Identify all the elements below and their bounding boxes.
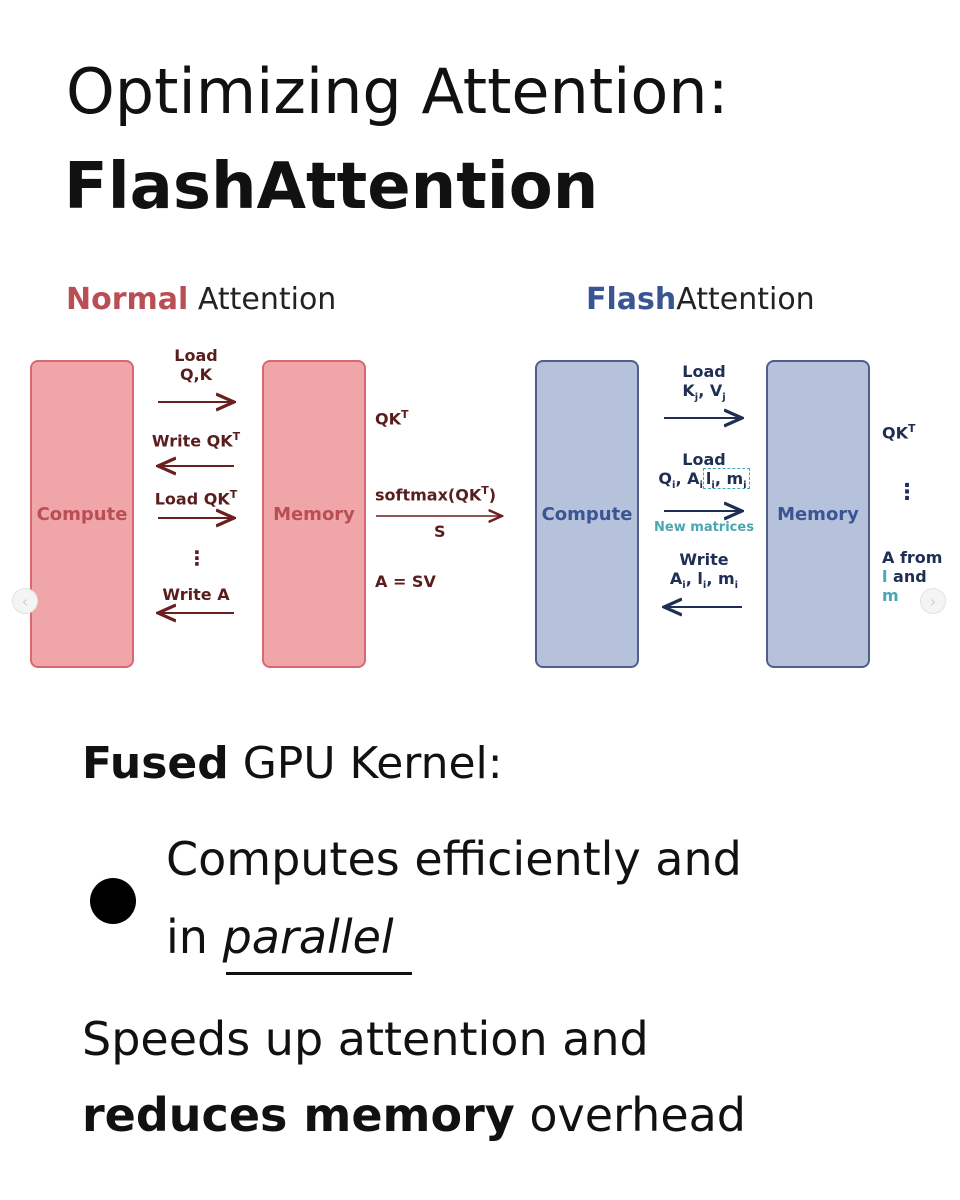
fused-bold: Fused xyxy=(82,738,229,789)
sup-t: T xyxy=(481,484,489,497)
normal-load-qk2-text: Load QK xyxy=(154,489,230,509)
normal-memory-label: Memory xyxy=(273,503,355,525)
bullet-text-line-2: in parallel xyxy=(166,910,394,964)
a-letter: A xyxy=(669,569,683,589)
reduces-memory-bold: reduces memory xyxy=(82,1088,515,1142)
v-letter: , V xyxy=(698,381,723,401)
l-letter: , l xyxy=(685,569,703,589)
overhead-text: overhead xyxy=(514,1088,747,1142)
softmax-suffix: ) xyxy=(488,485,497,505)
normal-write-qkt-label: Write QKT xyxy=(146,430,246,451)
a-from-text: A from xyxy=(882,548,943,567)
and-text: and xyxy=(887,567,927,587)
flash-alm-text: Ai, li, mi xyxy=(656,569,752,592)
title-line-2: FlashAttention xyxy=(64,150,599,224)
qk-text: QK xyxy=(882,423,908,443)
flash-write-alm-label: Write Ai, li, mi xyxy=(656,550,752,592)
sup-t: T xyxy=(908,422,916,435)
l-and-line: l and xyxy=(882,567,942,586)
m-letter: , m xyxy=(706,569,735,589)
flash-heading-rest: Attention xyxy=(676,282,815,317)
flash-load2-text: Load xyxy=(682,450,726,469)
sub-i: i xyxy=(734,580,739,592)
sup-t: T xyxy=(401,408,409,421)
flash-write-text: Write xyxy=(679,550,729,569)
normal-load-qkt-label: Load QKT xyxy=(146,488,246,509)
k-letter: K xyxy=(682,381,695,401)
sub-j: j xyxy=(694,392,699,404)
normal-qkt-equation: QKT xyxy=(375,408,409,429)
flash-load-kv-label: Load Kj, Vj xyxy=(656,362,752,404)
sub-i: i xyxy=(672,480,676,492)
l-letter: l xyxy=(882,567,888,587)
title-line-1: Optimizing Attention: xyxy=(66,55,729,128)
qk-text: QK xyxy=(375,409,401,429)
l-letter: l xyxy=(705,469,712,489)
normal-qk-text: Q,K xyxy=(179,365,213,385)
normal-ellipsis: ⋮ xyxy=(187,546,207,570)
chevron-right-icon: › xyxy=(929,591,937,611)
sub-i: i xyxy=(682,580,686,592)
sub-i: i xyxy=(711,480,715,492)
normal-write-a-label: Write A xyxy=(162,585,230,604)
sub-i: i xyxy=(743,480,747,492)
flash-heading-bold: Flash xyxy=(586,282,677,317)
fused-kernel-heading: Fused GPU Kernel: xyxy=(82,738,503,789)
sub-i: i xyxy=(699,480,703,492)
normal-load-text: Load xyxy=(174,346,218,365)
flash-kv-text: Kj, Vj xyxy=(656,381,752,404)
flash-memory-box: Memory xyxy=(766,360,870,668)
flash-load-text: Load xyxy=(682,362,726,381)
bullet-text-line-1: Computes efficiently and xyxy=(166,832,742,886)
sup-t: T xyxy=(229,488,238,501)
flash-memory-label: Memory xyxy=(777,503,859,525)
bullet-in-text: in xyxy=(166,910,223,964)
normal-compute-box: Compute xyxy=(30,360,134,668)
m-letter: m xyxy=(882,586,899,606)
new-matrices-box: li, mi xyxy=(702,468,750,492)
a-letter: , A xyxy=(675,469,700,489)
new-matrices-label: New matrices xyxy=(654,520,754,535)
normal-memory-box: Memory xyxy=(262,360,366,668)
fused-rest: GPU Kernel: xyxy=(228,738,503,789)
sub-i: i xyxy=(702,580,707,592)
normal-heading-bold: Normal xyxy=(66,282,189,317)
normal-compute-label: Compute xyxy=(36,503,128,525)
sub-j: j xyxy=(722,392,726,404)
flash-compute-label: Compute xyxy=(541,503,633,525)
q-letter: Q xyxy=(658,469,672,489)
flash-ellipsis: ⋮ xyxy=(896,480,918,505)
normal-load-qk-label: Load Q,K xyxy=(150,346,242,384)
diagram-arrows xyxy=(0,0,960,700)
flash-qkt-equation: QKT xyxy=(882,422,916,443)
carousel-prev-button[interactable]: ‹ xyxy=(12,588,38,614)
parallel-underline xyxy=(226,972,412,975)
carousel-next-button[interactable]: › xyxy=(920,588,946,614)
flash-compute-box: Compute xyxy=(535,360,639,668)
softmax-denominator: S xyxy=(434,522,446,541)
m-letter: , m xyxy=(714,469,744,489)
speed-text-line-1: Speeds up attention and xyxy=(82,1012,649,1066)
speed-text-line-2: reduces memory overhead xyxy=(82,1088,746,1142)
sup-t: T xyxy=(232,430,241,443)
bullet-parallel-text: parallel xyxy=(222,910,394,964)
normal-heading-rest: Attention xyxy=(188,282,337,317)
softmax-numerator: softmax(QKT) xyxy=(375,484,496,505)
normal-attention-heading: Normal Attention xyxy=(66,282,336,317)
flash-a-from-label: A from l and m xyxy=(882,548,942,606)
bullet-dot-icon xyxy=(90,878,136,924)
flash-attention-heading: FlashAttention xyxy=(586,282,815,317)
chevron-left-icon: ‹ xyxy=(21,591,29,611)
normal-write-qk-text: Write QK xyxy=(151,431,233,451)
a-equals-sv: A = SV xyxy=(375,572,436,591)
softmax-prefix: softmax(QK xyxy=(375,485,482,505)
